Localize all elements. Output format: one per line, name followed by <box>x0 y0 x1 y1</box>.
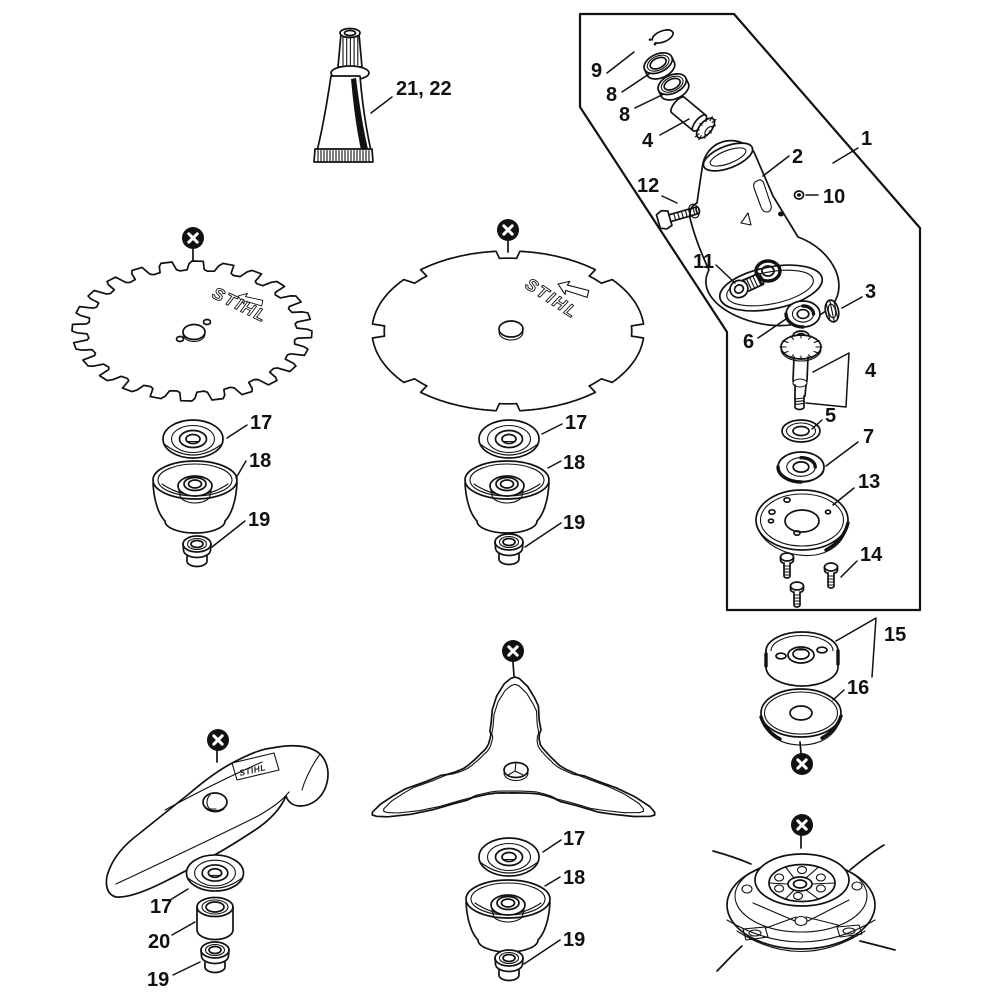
callout-17-mulch: 17 <box>150 896 172 918</box>
mulch-blade-art <box>105 729 329 974</box>
callout-10: 10 <box>823 186 845 208</box>
grass-blade-art <box>371 219 645 566</box>
callout-1: 1 <box>861 128 872 150</box>
callout-2: 2 <box>792 146 803 168</box>
callout-19-mulch: 19 <box>147 969 169 991</box>
saw-blade-art <box>71 227 313 568</box>
callout-4-pinion: 4 <box>642 130 654 152</box>
grass-blade-group: STIHL <box>371 219 645 566</box>
trimmer-head-group <box>712 814 896 972</box>
gearhead-frame <box>578 12 922 612</box>
gearhead-parts <box>643 29 850 608</box>
callout-19-grass: 19 <box>563 512 585 534</box>
callout-18-star: 18 <box>563 867 585 889</box>
clutch-group <box>759 631 843 775</box>
callout-14: 14 <box>860 544 883 566</box>
callout-4-shaft: 4 <box>865 360 877 382</box>
callout-8-lower: 8 <box>619 104 630 126</box>
callout-17-star: 17 <box>563 828 585 850</box>
callout-11: 11 <box>693 251 714 273</box>
callout-15: 15 <box>884 624 906 646</box>
callout-18-saw: 18 <box>249 450 271 472</box>
callout-19-saw: 19 <box>248 509 270 531</box>
callout-17-saw: 17 <box>250 412 272 434</box>
callout-labels: 9 8 8 4 12 2 1 10 11 3 6 4 5 7 13 14 15 … <box>147 60 906 991</box>
callout-3: 3 <box>865 281 876 303</box>
callout-17-grass: 17 <box>565 412 587 434</box>
callout-12: 12 <box>637 175 659 197</box>
callout-20: 20 <box>148 931 170 953</box>
callout-8-upper: 8 <box>606 84 617 106</box>
callout-18-grass: 18 <box>563 452 585 474</box>
callout-19-star: 19 <box>563 929 585 951</box>
callout-16: 16 <box>847 677 869 699</box>
lubricant-tube <box>313 27 374 163</box>
mulch-blade-group: STIHL <box>105 729 329 974</box>
callout-7: 7 <box>863 426 874 448</box>
leader-lines <box>169 51 877 976</box>
callout-13: 13 <box>858 471 880 493</box>
callout-21-22: 21, 22 <box>396 78 452 100</box>
callout-6: 6 <box>743 331 754 353</box>
callout-9: 9 <box>591 60 602 82</box>
saw-blade-group: STIHL <box>71 227 313 568</box>
star-blade-group <box>371 640 656 982</box>
callout-5: 5 <box>825 405 836 427</box>
